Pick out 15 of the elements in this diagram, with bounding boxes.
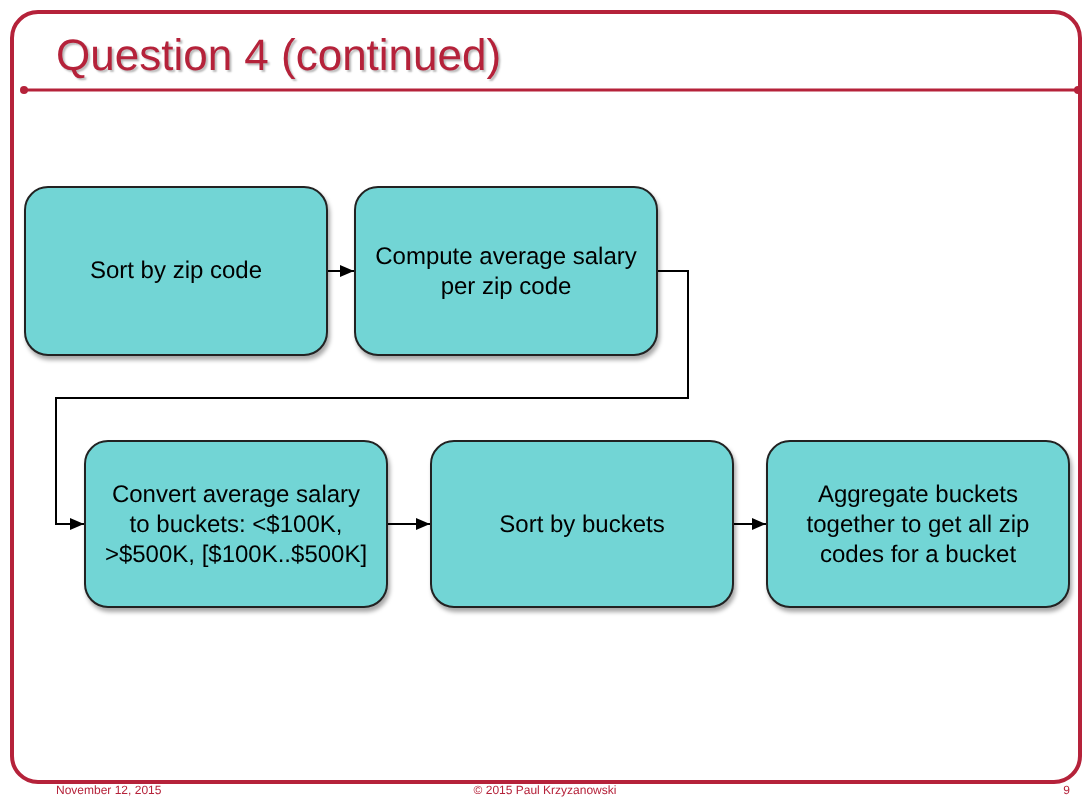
process-box — [766, 440, 1070, 608]
process-box — [24, 186, 328, 356]
box-label: Aggregate buckets together to get all zip codes for a bucket — [804, 479, 1032, 569]
box-label: Sort by zip code — [89, 256, 263, 286]
arrow — [327, 265, 355, 277]
arrow — [733, 518, 767, 530]
box-label: Sort by buckets — [499, 509, 665, 539]
process-box — [84, 440, 388, 608]
arrow — [387, 518, 431, 530]
box-label: Compute average salary per zip code — [373, 241, 639, 301]
process-box — [354, 186, 658, 356]
arrow — [55, 270, 689, 530]
slide-title: Question 4 (continued) — [56, 28, 502, 84]
process-box — [430, 440, 734, 608]
box-label: Convert average salary to buckets: <$100K, >$500K, [$100K..$500K] — [102, 479, 370, 569]
